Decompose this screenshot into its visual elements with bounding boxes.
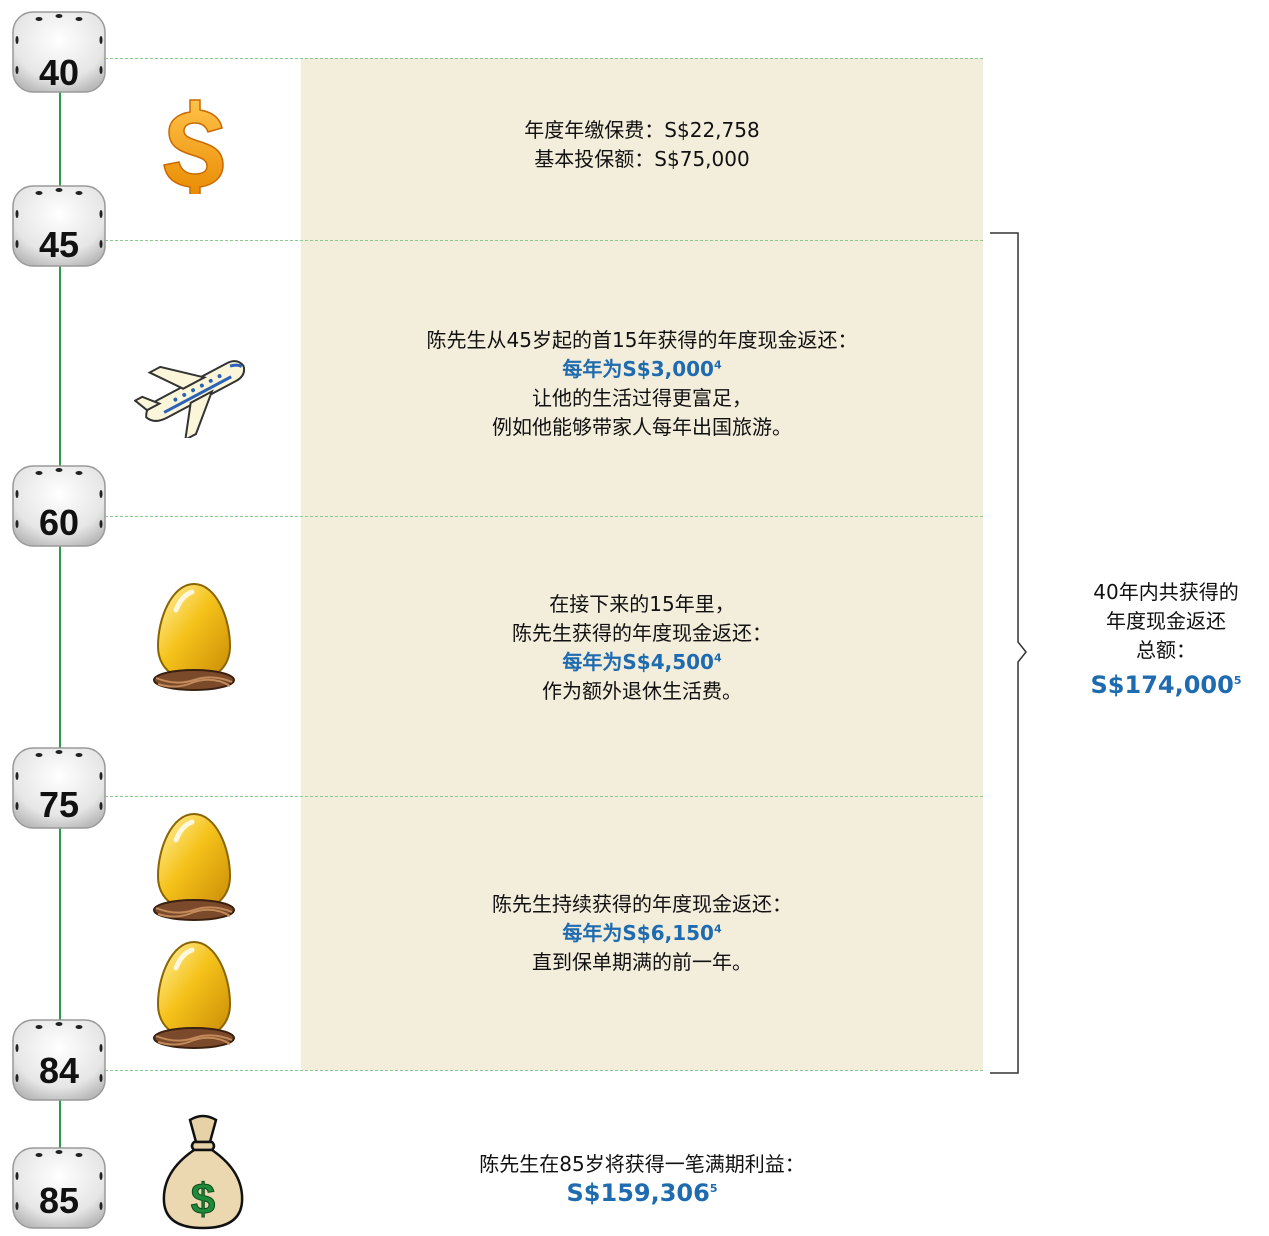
die-icon (12, 185, 106, 267)
sum-assured: 基本投保额：S$75,000 (534, 147, 750, 171)
age-label: 60 (38, 502, 80, 543)
age-divider-75 (100, 796, 983, 797)
stage4-amount: 每年为S$6,1504 (562, 921, 722, 945)
die-icon (12, 1019, 106, 1101)
age-divider-40 (100, 58, 983, 59)
die-icon (12, 747, 106, 829)
footnote-ref: 5 (709, 1182, 718, 1195)
stage4-text: 陈先生持续获得的年度现金返还： 每年为S$6,1504 直到保单期满的前一年。 (301, 890, 983, 977)
stage3-text: 在接下来的15年里， 陈先生获得的年度现金返还： 每年为S$4,5004 作为额… (301, 590, 983, 706)
age-die-45: 45 (11, 184, 107, 268)
total-amount: S$174,0005 (1090, 671, 1242, 699)
dollar-sign-icon (163, 99, 224, 194)
age-die-85: 85 (11, 1146, 107, 1230)
age-label: 40 (38, 52, 80, 93)
stage5-text: 陈先生在85岁将获得一笔满期利益： S$159,3065 (301, 1150, 983, 1208)
age-die-60: 60 (11, 464, 107, 548)
die-icon (12, 465, 106, 547)
stage2-line1: 陈先生从45岁起的首15年获得的年度现金返还： (426, 328, 858, 352)
stage-panel (301, 58, 983, 1070)
die-icon (12, 1147, 106, 1229)
total-bracket (990, 232, 1027, 1074)
stage3-amount: 每年为S$4,5004 (562, 650, 722, 674)
total-line1: 40年内共获得的 (1093, 580, 1239, 604)
age-label: 85 (38, 1180, 80, 1221)
stage2-line4: 例如他能够带家人每年出国旅游。 (492, 415, 792, 439)
age-divider-45 (100, 240, 983, 241)
stage4-line1: 陈先生持续获得的年度现金返还： (492, 892, 792, 916)
svg-text:$: $ (191, 1175, 215, 1224)
age-divider-60 (100, 516, 983, 517)
die-icon (12, 11, 106, 93)
footnote-ref: 4 (713, 651, 722, 665)
footnote-ref: 5 (1233, 674, 1242, 687)
age-label: 84 (38, 1050, 80, 1091)
money-bag-icon: $ (162, 1114, 244, 1230)
stage2-text: 陈先生从45岁起的首15年获得的年度现金返还： 每年为S$3,0004 让他的生… (301, 326, 983, 442)
age-label: 75 (38, 784, 80, 825)
age-die-84: 84 (11, 1018, 107, 1102)
golden-egg-nest-icon (153, 582, 235, 691)
age-label: 45 (38, 224, 80, 265)
airplane-icon (134, 360, 246, 438)
stage1-text: 年度年缴保费：S$22,758 基本投保额：S$75,000 (301, 116, 983, 174)
total-text: 40年内共获得的 年度现金返还 总额： S$174,0005 (1066, 578, 1266, 700)
stage2-amount: 每年为S$3,0004 (562, 357, 722, 381)
stage3-line4: 作为额外退休生活费。 (542, 679, 742, 703)
footnote-ref: 4 (713, 922, 722, 936)
stage3-line2: 陈先生获得的年度现金返还： (512, 621, 772, 645)
stage4-line3: 直到保单期满的前一年。 (532, 950, 752, 974)
golden-egg-nest-icon (153, 812, 235, 921)
stage2-line3: 让他的生活过得更富足， (532, 386, 752, 410)
age-divider-84 (100, 1070, 983, 1071)
stage5-line1: 陈先生在85岁将获得一笔满期利益： (479, 1152, 805, 1176)
total-line2: 年度现金返还 (1106, 609, 1226, 633)
stage3-line1: 在接下来的15年里， (549, 592, 735, 616)
age-die-75: 75 (11, 746, 107, 830)
maturity-amount: S$159,3065 (566, 1179, 718, 1207)
annual-premium: 年度年缴保费：S$22,758 (524, 118, 760, 142)
total-line3: 总额： (1136, 638, 1196, 662)
timeline-line (59, 58, 61, 1158)
age-die-40: 40 (11, 10, 107, 94)
golden-egg-nest-icon (153, 940, 235, 1049)
footnote-ref: 4 (713, 358, 722, 372)
